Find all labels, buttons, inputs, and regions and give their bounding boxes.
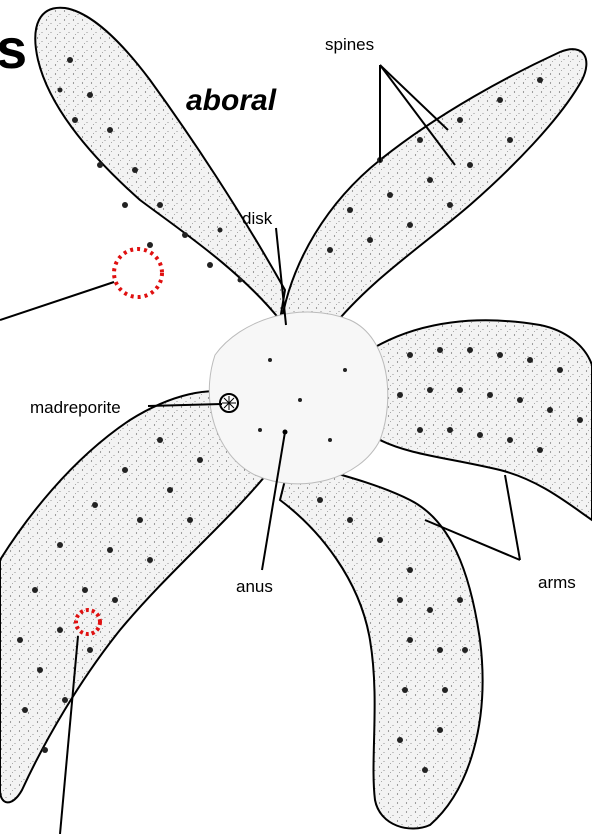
- madreporite-icon: [220, 394, 238, 412]
- title-aboral: aboral: [186, 84, 277, 117]
- arm-right: [370, 320, 592, 520]
- highlight-circle-upper: [114, 249, 162, 297]
- arm-lower-right: [280, 460, 483, 829]
- label-spines: spines: [325, 35, 374, 54]
- arm-upper-right: [280, 49, 586, 330]
- label-madreporite: madreporite: [30, 398, 121, 417]
- partial-heading: s: [0, 17, 27, 80]
- label-disk: disk: [242, 209, 273, 228]
- label-anus: anus: [236, 577, 273, 596]
- label-arms: arms: [538, 573, 576, 592]
